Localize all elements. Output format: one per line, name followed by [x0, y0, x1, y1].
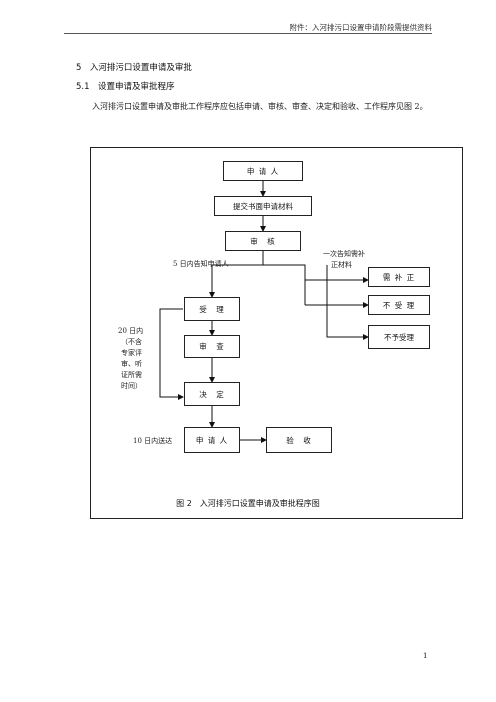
figure-caption: 图 2 入河排污口设置申请及审批程序图 — [176, 499, 320, 508]
notice-5days-label: 5 日内告知申请人 — [173, 260, 229, 268]
deliver-10days-label: 10 日内送达 — [133, 437, 173, 445]
header-rule — [64, 33, 432, 34]
submit-materials-box: 提交书面申请材料 — [214, 196, 312, 216]
page-header: 附件：入河排污口设置申请阶段需提供资料 — [289, 23, 433, 32]
notice-once-label-1: 一次告知需补 — [323, 250, 365, 258]
applicant-box: 申 请 人 — [223, 161, 303, 181]
acceptance-check-box: 验 收 — [266, 427, 332, 453]
body-paragraph: 入河排污口设置申请及审批工作程序应包括申请、审核、审查、决定和验收、工作程序见图… — [92, 102, 428, 111]
subsection-heading: 5.1 设置申请及审批程序 — [76, 82, 175, 92]
days20-label-1: 20 日内 — [118, 327, 144, 335]
page-number: 1 — [423, 652, 428, 660]
not-accept-box: 不 受 理 — [368, 295, 430, 315]
days20-label-3: 专家评 — [121, 349, 142, 357]
decision-box: 决 定 — [184, 382, 240, 406]
applicant-final-box: 申 请 人 — [184, 427, 240, 453]
flowchart-frame — [90, 147, 463, 519]
review-box: 审 核 — [225, 231, 301, 251]
notice-once-label-2: 正材料 — [331, 261, 352, 269]
days20-label-4: 审、听 — [121, 360, 142, 368]
days20-label-2: （不含 — [121, 338, 142, 346]
not-grant-box: 不予受理 — [368, 325, 430, 349]
examine-box: 审 查 — [184, 335, 240, 358]
need-supplement-box: 需 补 正 — [368, 267, 430, 287]
days20-label-5: 证所需 — [121, 371, 142, 379]
days20-label-6: 时间） — [121, 382, 142, 390]
section-heading: 5 入河排污口设置申请及审批 — [76, 63, 192, 73]
accept-box: 受 理 — [184, 297, 240, 321]
